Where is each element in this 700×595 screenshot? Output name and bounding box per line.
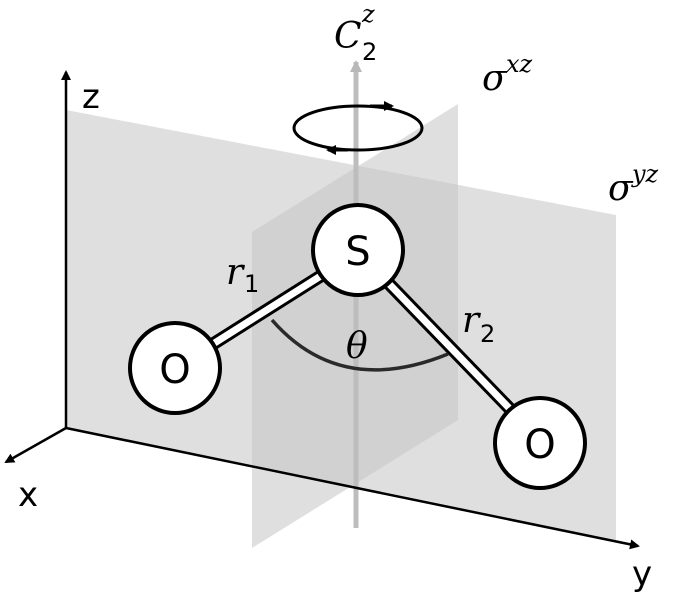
atom-sulfur-label: S: [345, 229, 370, 275]
atom-oxygen-right: O: [493, 396, 587, 490]
sigma-xz-main: σ: [482, 58, 508, 99]
r2-sub: 2: [480, 320, 495, 348]
sigma-yz-main: σ: [608, 168, 634, 209]
atom-oxygen-right-label: O: [524, 422, 555, 468]
c2-label-sup: z: [361, 0, 375, 28]
rotation-arrow-icon: [292, 101, 424, 155]
r1-sub: 1: [244, 270, 259, 298]
theta-label: θ: [346, 326, 368, 367]
sigma-yz-sup: yz: [631, 160, 659, 188]
angle-arc: [270, 318, 449, 372]
y-axis-label: y: [632, 554, 652, 594]
r1-main: r: [226, 252, 245, 293]
r2-main: r: [462, 300, 481, 341]
r2-label: r 2: [462, 300, 495, 348]
atom-oxygen-left: O: [128, 321, 222, 415]
atom-oxygen-left-label: O: [159, 347, 190, 393]
r1-label: r 1: [226, 252, 259, 298]
c2-label: C 2 z: [334, 0, 377, 66]
c2-label-sub: 2: [362, 38, 377, 66]
x-axis-label: x: [18, 475, 38, 515]
sigma-xz-sup: xz: [506, 50, 533, 78]
sigma-xz-label: σ xz: [482, 50, 533, 99]
y-axis-line: [65, 426, 640, 550]
x-axis-line: [4, 426, 67, 464]
sigma-yz-label: σ yz: [608, 160, 659, 209]
c2-label-main: C: [334, 16, 362, 57]
atom-sulfur: S: [311, 203, 405, 297]
z-axis-label: z: [82, 77, 100, 117]
